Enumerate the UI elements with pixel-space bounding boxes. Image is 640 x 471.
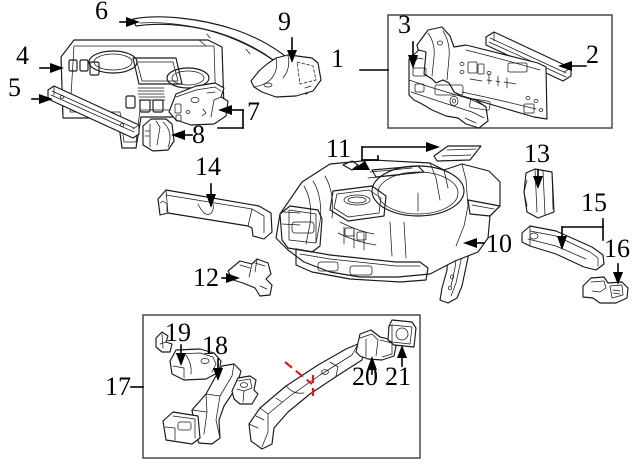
callout-label-11[interactable]: 11 <box>326 134 352 163</box>
part-19-rail-reinforcement-bracket <box>155 331 173 353</box>
callout-label-7[interactable]: 7 <box>247 97 260 126</box>
red-section-marks <box>284 361 315 397</box>
part-16-cross-member-bracket <box>582 276 629 304</box>
leader-11 <box>352 142 440 171</box>
callout-label-17[interactable]: 17 <box>105 372 131 401</box>
leader-20 <box>367 356 377 375</box>
leader-lines <box>31 17 623 388</box>
callout-label-14[interactable]: 14 <box>195 152 221 181</box>
part-18-front-rail-rear-section <box>162 363 242 445</box>
callout-label-19[interactable]: 19 <box>165 318 191 347</box>
callout-label-16[interactable]: 16 <box>604 234 630 263</box>
leader-13 <box>533 169 543 189</box>
callout-label-5[interactable]: 5 <box>8 73 21 102</box>
leader-19 <box>176 344 186 366</box>
leader-18 <box>213 358 223 381</box>
leader-6 <box>119 17 140 27</box>
callout-label-10[interactable]: 10 <box>486 229 512 258</box>
leader-9 <box>287 37 297 63</box>
callout-label-12[interactable]: 12 <box>193 263 219 292</box>
leader-5 <box>31 94 53 104</box>
part-15-rear-cross-member <box>521 225 605 271</box>
callout-label-15[interactable]: 15 <box>581 188 607 217</box>
leader-3 <box>408 41 418 69</box>
callout-label-8[interactable]: 8 <box>192 120 205 149</box>
part-21-rail-end-cap-plate <box>387 319 417 348</box>
leader-7 <box>217 105 244 129</box>
part-3-rear-end-panel <box>408 26 548 129</box>
leader-16 <box>613 263 623 285</box>
rear-floor-pan-assembly <box>275 159 501 283</box>
leader-8 <box>171 130 193 140</box>
part-13-rear-body-closeout-panel <box>523 168 555 219</box>
callout-label-21[interactable]: 21 <box>385 362 411 391</box>
part-11-floor-pan-patch-plate <box>433 145 482 162</box>
part-12-small-mounting-bracket <box>227 258 273 297</box>
leader-12 <box>221 273 240 283</box>
callout-label-1[interactable]: 1 <box>331 44 344 73</box>
part-14-rear-floor-side-rail <box>157 189 273 240</box>
part-8-wheelhouse-gusset <box>142 118 175 152</box>
front-rail-long-section <box>248 343 365 450</box>
leader-15 <box>557 218 604 250</box>
callout-label-6[interactable]: 6 <box>95 0 108 25</box>
part-2-upper-rear-rail <box>485 31 572 82</box>
leader-21 <box>397 345 407 367</box>
group-box-rear-end-panel <box>387 14 613 129</box>
callout-label-3[interactable]: 3 <box>398 10 411 39</box>
callout-label-2[interactable]: 2 <box>586 40 599 69</box>
part-7-shock-tower-bracket <box>168 82 229 126</box>
part-9-rear-corner-reinforcement <box>250 54 322 98</box>
part-18-clip-piece <box>231 375 259 405</box>
callout-label-9[interactable]: 9 <box>278 7 291 36</box>
callout-label-20[interactable]: 20 <box>352 362 378 391</box>
leader-2 <box>558 61 587 71</box>
callout-label-18[interactable]: 18 <box>202 331 228 360</box>
part-20-rail-front-tip <box>355 329 397 361</box>
leader-14 <box>206 183 216 208</box>
leader-4 <box>39 63 64 73</box>
callout-label-13[interactable]: 13 <box>524 139 550 168</box>
leader-10 <box>463 238 485 248</box>
callout-label-4[interactable]: 4 <box>16 41 29 70</box>
